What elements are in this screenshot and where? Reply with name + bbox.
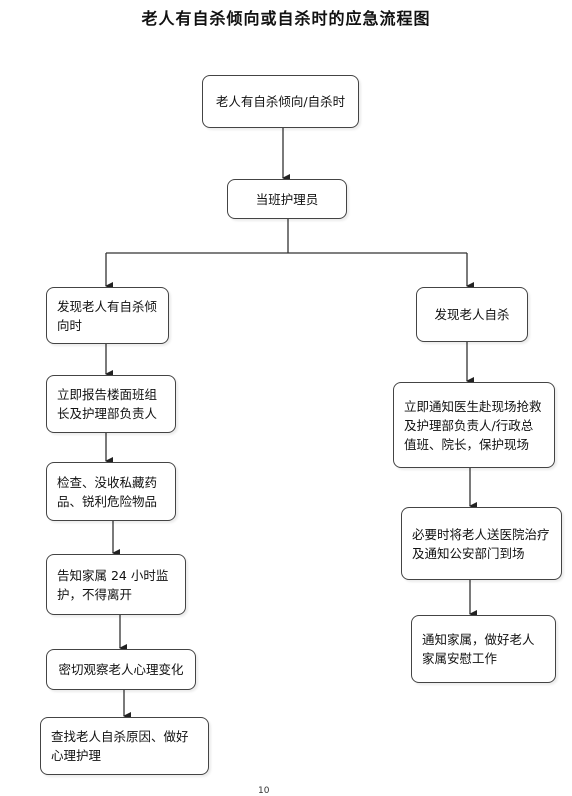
node-left-notify-family: 告知家属 24 小时监护，不得离开 xyxy=(46,554,186,615)
node-right-hospital: 必要时将老人送医院治疗及通知公安部门到场 xyxy=(401,507,562,580)
node-right-comfort-family: 通知家属，做好老人家属安慰工作 xyxy=(411,615,556,683)
node-left-observe: 密切观察老人心理变化 xyxy=(46,649,196,690)
page-title: 老人有自杀倾向或自杀时的应急流程图 xyxy=(141,9,431,28)
node-right-notify-doctor: 立即通知医生赴现场抢救及护理部负责人/行政总值班、院长，保护现场 xyxy=(393,382,555,468)
page-number: 10 xyxy=(258,786,270,796)
node-right-discover-suicide: 发现老人自杀 xyxy=(416,287,528,342)
node-start: 老人有自杀倾向/自杀时 xyxy=(202,75,359,128)
node-caregiver: 当班护理员 xyxy=(227,179,347,219)
node-left-confiscate: 检查、没收私藏药品、锐利危险物品 xyxy=(46,462,176,521)
node-left-find-cause: 查找老人自杀原因、做好心理护理 xyxy=(40,717,209,775)
node-left-discover-tendency: 发现老人有自杀倾向时 xyxy=(46,287,169,344)
node-left-report: 立即报告楼面班组长及护理部负责人 xyxy=(46,375,176,433)
